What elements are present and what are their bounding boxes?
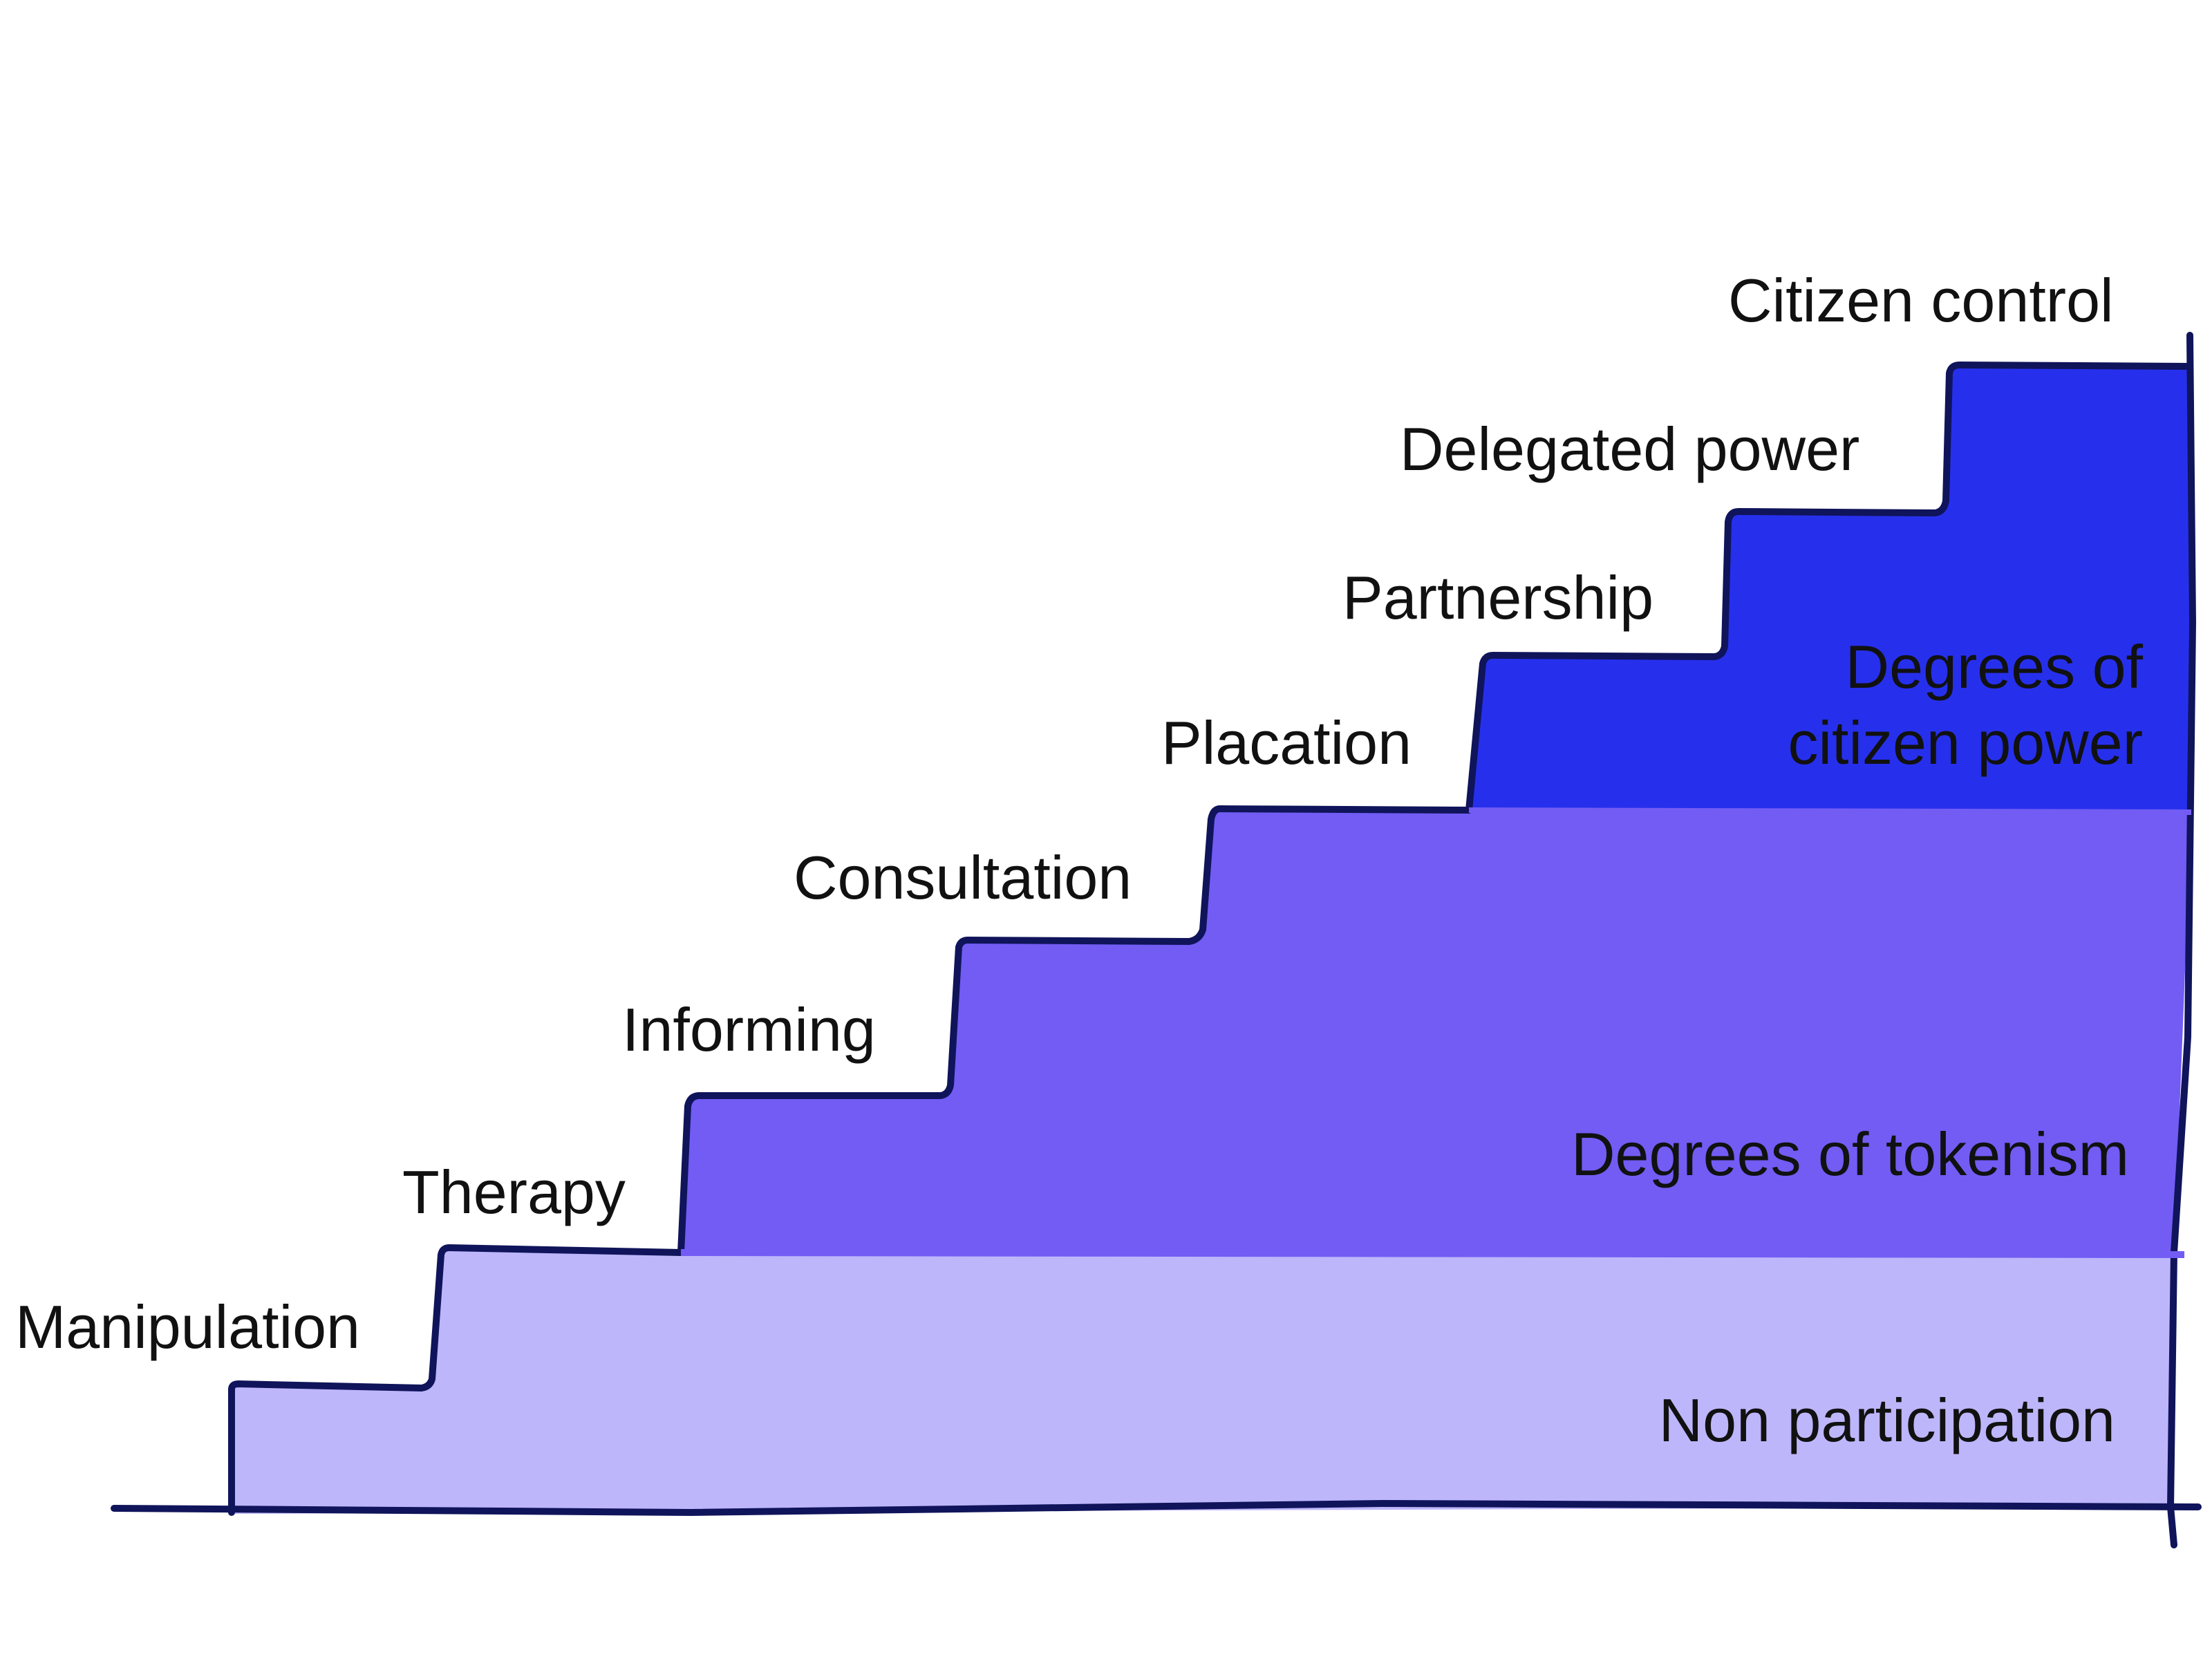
band-tokenism bbox=[681, 809, 2191, 1253]
rung-label-placation: Placation bbox=[1161, 709, 1412, 777]
rung-label-manipulation: Manipulation bbox=[15, 1293, 360, 1361]
band-divider-citizen-power bbox=[1468, 807, 2192, 815]
band-label-citizen-power-line2: citizen power bbox=[1788, 709, 2143, 777]
right-edge-line bbox=[2167, 332, 2196, 1548]
band-non-participation bbox=[228, 1248, 2174, 1514]
rung-label-informing: Informing bbox=[622, 995, 876, 1064]
band-citizen-power bbox=[1469, 365, 2191, 812]
rung-label-delegated-power: Delegated power bbox=[1400, 415, 1860, 483]
rung-label-therapy: Therapy bbox=[402, 1158, 626, 1226]
rung-label-partnership: Partnership bbox=[1342, 563, 1654, 632]
stair-outline bbox=[228, 362, 2191, 1516]
band-label-citizen-power-line1: Degrees of bbox=[1845, 632, 2143, 701]
band-label-tokenism: Degrees of tokenism bbox=[1571, 1120, 2129, 1188]
rung-label-citizen-control: Citizen control bbox=[1728, 266, 2114, 335]
band-label-non-participation: Non participation bbox=[1658, 1386, 2115, 1454]
band-divider-tokenism bbox=[680, 1249, 2185, 1258]
rung-label-consultation: Consultation bbox=[794, 843, 1132, 912]
ground-line bbox=[111, 1500, 2202, 1516]
